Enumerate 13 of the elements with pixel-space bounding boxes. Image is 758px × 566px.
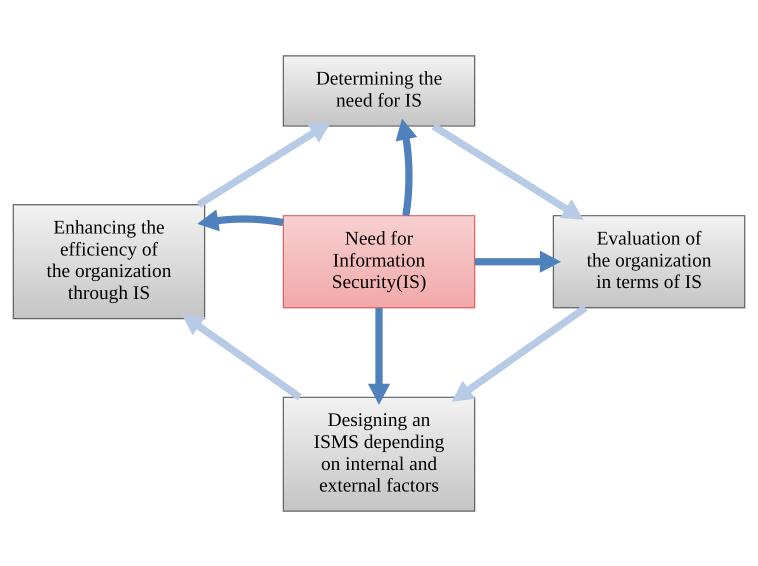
node-box: Need for Information Security(IS) <box>282 214 476 308</box>
arrow <box>396 118 418 216</box>
arrow <box>475 250 561 272</box>
node-box: Designing an ISMS depending on internal and external factors <box>282 396 476 512</box>
arrow <box>432 122 584 220</box>
arrow <box>452 304 588 402</box>
arrow <box>197 209 284 231</box>
arrow <box>368 307 390 404</box>
node-box: Evaluation of the organization in terms of IS <box>552 214 746 308</box>
node-box: Determining the need for IS <box>282 54 476 126</box>
arrow <box>196 122 331 208</box>
node-box: Enhancing the efficiency of the organization through IS <box>12 204 206 319</box>
arrow <box>182 314 302 400</box>
